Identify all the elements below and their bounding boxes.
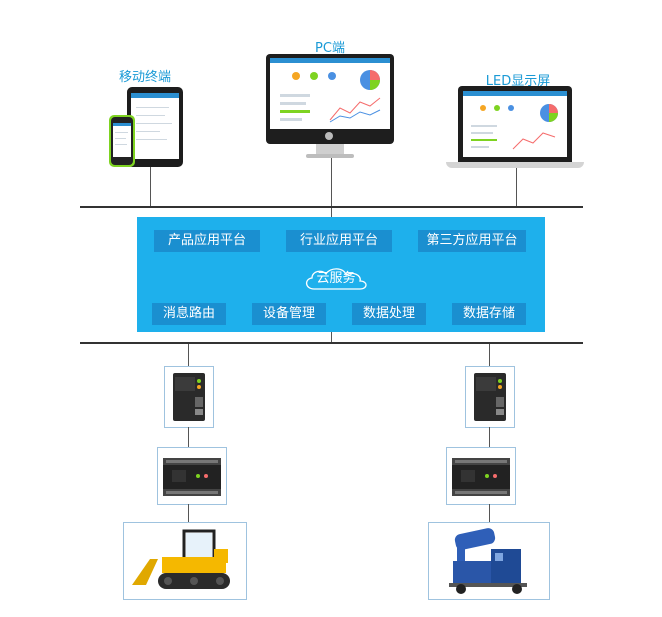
connector-right-plc-machine	[489, 504, 490, 522]
led-display-label: LED显示屏	[485, 74, 551, 89]
pc-monitor-stand	[316, 144, 344, 154]
apple-logo-icon	[325, 132, 333, 140]
plc-controller-icon	[163, 458, 221, 496]
message-routing-box: 消息路由	[152, 303, 226, 325]
data-processing-box: 数据处理	[352, 303, 426, 325]
right-gateway-frame	[465, 366, 515, 428]
phone-device	[109, 115, 135, 167]
cloud-service-label: 云服务	[316, 271, 356, 286]
product-platform-box: 产品应用平台	[154, 230, 260, 252]
pc-label: PC端	[315, 41, 345, 56]
pc-monitor	[266, 54, 394, 144]
connector-bus-to-cloud	[331, 208, 332, 217]
industry-platform-box: 行业应用平台	[286, 230, 392, 252]
top-bus-line	[80, 206, 583, 208]
device-management-box: 设备管理	[252, 303, 326, 325]
connector-right-gateway-plc	[489, 427, 490, 447]
mobile-terminal-label: 移动终端	[118, 70, 171, 85]
cloud-icon	[305, 268, 367, 290]
connector-pc	[331, 158, 332, 206]
data-storage-box: 数据存储	[452, 303, 526, 325]
cloud-service-node: 云服务	[300, 265, 372, 293]
connector-left-gateway-plc	[188, 427, 189, 447]
left-gateway-frame	[164, 366, 214, 428]
connector-mobile	[150, 167, 151, 206]
led-display-base	[446, 162, 584, 168]
connector-right-branch	[489, 344, 490, 366]
fog-cannon-icon	[449, 528, 527, 594]
connector-left-branch	[188, 344, 189, 366]
connector-led	[516, 168, 517, 206]
plc-controller-icon	[452, 458, 510, 496]
bulldozer-icon	[132, 529, 230, 589]
right-machine-frame	[428, 522, 550, 600]
led-display-screen	[458, 86, 572, 162]
bottom-bus-line	[80, 342, 583, 344]
tablet-device	[127, 87, 183, 167]
left-plc-frame	[157, 447, 227, 505]
connector-cloud-to-bus	[331, 332, 332, 342]
gateway-module-icon	[474, 373, 506, 421]
right-plc-frame	[446, 447, 516, 505]
pc-monitor-base	[306, 154, 354, 158]
gateway-module-icon	[173, 373, 205, 421]
connector-left-plc-machine	[188, 504, 189, 522]
left-machine-frame	[123, 522, 247, 600]
third-party-platform-box: 第三方应用平台	[418, 230, 526, 252]
